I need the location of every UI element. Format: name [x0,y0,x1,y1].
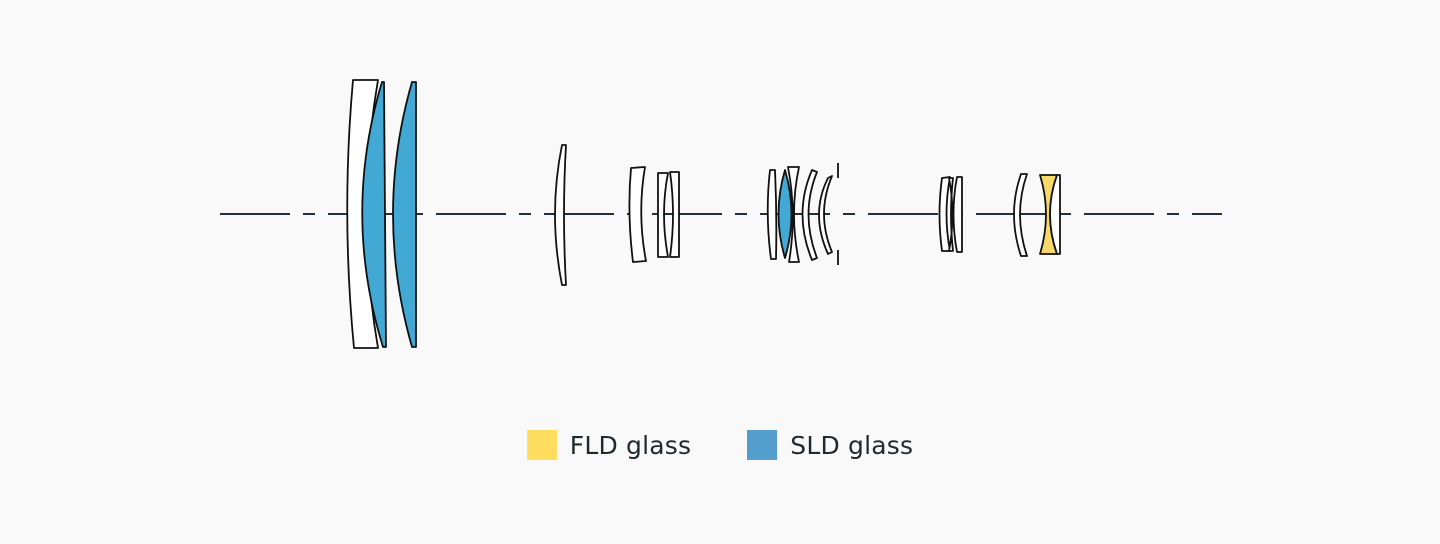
element-g5-2 [948,177,954,252]
element-g3-1 [628,166,647,263]
legend-item-sld: SLD glass [747,430,913,460]
element-g5-1 [938,176,951,252]
element-g3-2 [657,172,669,258]
legend-label-fld: FLD glass [569,430,692,460]
thin-meniscus-element [554,144,567,286]
element-g4-4 [818,175,833,255]
sld-swatch [747,430,778,460]
element-g6-1 [1013,173,1028,257]
element-g4-1 [766,169,778,260]
element-g3-3 [669,171,680,258]
legend-item-fld: FLD glass [526,430,692,460]
legend-label-sld: SLD glass [790,430,914,460]
fld-swatch [526,430,557,460]
sld-element-1 [361,81,387,348]
sld-element-2 [392,81,417,348]
element-g4-3 [801,169,818,261]
element-g4-2 [787,166,800,263]
element-g5-3 [952,176,963,253]
sld-element-3 [777,169,793,259]
legend: FLD glass SLD glass [0,428,1440,462]
element-g6-2 [1049,174,1061,255]
